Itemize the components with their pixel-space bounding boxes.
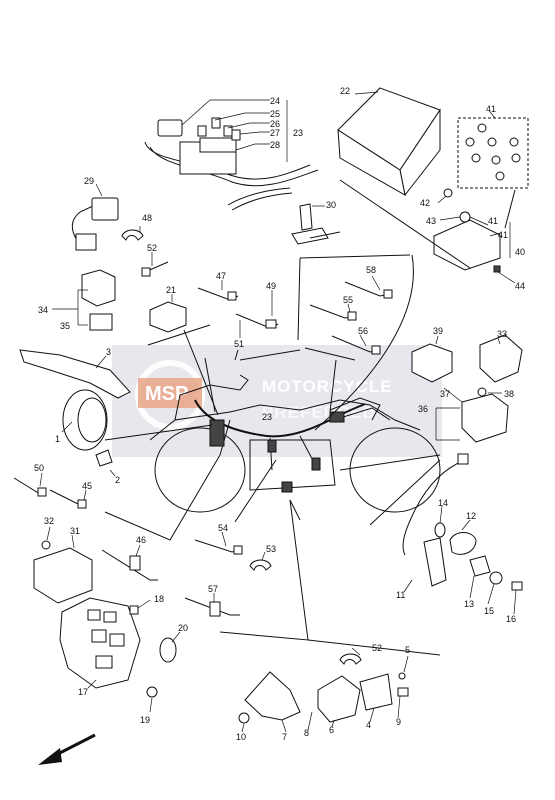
horn-assembly bbox=[19, 349, 131, 477]
leader-lines bbox=[104, 179, 471, 656]
fuse-box-assembly bbox=[144, 99, 319, 211]
callout-32: 32 bbox=[44, 516, 54, 526]
callout-15: 15 bbox=[484, 606, 494, 616]
callout-23-center: 23 bbox=[262, 412, 272, 422]
ties-50-45 bbox=[13, 472, 87, 509]
callout-37: 37 bbox=[440, 389, 450, 399]
callout-25: 25 bbox=[270, 109, 280, 119]
callout-41-a: 41 bbox=[488, 216, 498, 226]
watermark-line2: PREFERRED bbox=[262, 403, 376, 422]
callout-16: 16 bbox=[506, 614, 516, 624]
callout-35: 35 bbox=[60, 321, 70, 331]
ties-54-53 bbox=[194, 531, 272, 571]
callout-2: 2 bbox=[115, 475, 120, 485]
callout-49: 49 bbox=[266, 281, 276, 291]
callout-47: 47 bbox=[216, 271, 226, 281]
wire-harness bbox=[194, 399, 391, 493]
callout-26: 26 bbox=[270, 119, 280, 129]
callout-36: 36 bbox=[418, 404, 428, 414]
callout-8: 8 bbox=[304, 728, 309, 738]
relay-assembly bbox=[52, 269, 116, 331]
callout-38: 38 bbox=[504, 389, 514, 399]
relay-33 bbox=[479, 334, 523, 383]
callout-50: 50 bbox=[34, 463, 44, 473]
clamp-48 bbox=[121, 226, 144, 241]
callout-48: 48 bbox=[142, 213, 152, 223]
mount-bracket-assembly bbox=[59, 597, 181, 713]
callout-53: 53 bbox=[266, 544, 276, 554]
regulator-assembly bbox=[433, 188, 516, 284]
callout-22: 22 bbox=[340, 86, 350, 96]
callout-33: 33 bbox=[497, 329, 507, 339]
callout-31: 31 bbox=[70, 526, 80, 536]
starter-relay-assembly bbox=[411, 335, 509, 443]
callout-14: 14 bbox=[438, 498, 448, 508]
callout-12: 12 bbox=[466, 511, 476, 521]
callout-23-top: 23 bbox=[293, 128, 303, 138]
callout-13: 13 bbox=[464, 599, 474, 609]
callout-21: 21 bbox=[166, 285, 176, 295]
callout-39: 39 bbox=[433, 326, 443, 336]
sensor-assembly-right bbox=[402, 453, 523, 615]
ties-47-49-51 bbox=[197, 280, 279, 338]
callout-44: 44 bbox=[515, 281, 525, 291]
callout-11: 11 bbox=[396, 590, 405, 600]
callout-17: 17 bbox=[78, 687, 88, 697]
callout-10: 10 bbox=[236, 732, 246, 742]
callout-51: 51 bbox=[234, 339, 244, 349]
callout-58: 58 bbox=[366, 265, 376, 275]
battery bbox=[337, 87, 441, 197]
callout-3: 3 bbox=[106, 347, 111, 357]
callout-9: 9 bbox=[396, 717, 401, 727]
callout-40: 40 bbox=[515, 247, 525, 257]
callout-1: 1 bbox=[55, 434, 60, 444]
callout-30: 30 bbox=[326, 200, 336, 210]
ground-bolt bbox=[291, 203, 341, 245]
callout-29: 29 bbox=[84, 176, 94, 186]
callout-4: 4 bbox=[366, 720, 371, 730]
ecu-assembly bbox=[33, 526, 93, 604]
callout-46: 46 bbox=[136, 535, 146, 545]
callout-57: 57 bbox=[208, 584, 218, 594]
sensor-29 bbox=[71, 183, 119, 251]
callout-20: 20 bbox=[178, 623, 188, 633]
callout-56: 56 bbox=[358, 326, 368, 336]
ties-46-57 bbox=[101, 544, 240, 617]
callout-18: 18 bbox=[154, 594, 164, 604]
callout-41-kit: 41 bbox=[486, 104, 496, 114]
callout-27: 27 bbox=[270, 128, 280, 138]
callout-6: 6 bbox=[329, 725, 334, 735]
connector-kit bbox=[457, 111, 529, 229]
watermark: MSP MOTORCYCLE PREFERRED bbox=[112, 345, 442, 457]
callout-28: 28 bbox=[270, 140, 280, 150]
switch-assembly-bottom bbox=[238, 647, 409, 733]
callout-52-top: 52 bbox=[147, 243, 157, 253]
callout-45: 45 bbox=[82, 481, 92, 491]
watermark-logo: MSP bbox=[145, 383, 188, 405]
callout-34: 34 bbox=[38, 305, 48, 315]
callout-43: 43 bbox=[426, 216, 436, 226]
callout-5: 5 bbox=[405, 645, 410, 655]
ties-55-56-58 bbox=[309, 275, 393, 355]
callout-54: 54 bbox=[218, 523, 228, 533]
callout-42: 42 bbox=[420, 198, 430, 208]
front-direction-arrow-icon bbox=[38, 733, 96, 765]
tie-52-top bbox=[141, 252, 169, 277]
callout-7: 7 bbox=[282, 732, 287, 742]
callout-55: 55 bbox=[343, 295, 353, 305]
callout-24: 24 bbox=[270, 96, 280, 106]
watermark-line1: MOTORCYCLE bbox=[262, 377, 393, 396]
component-21 bbox=[149, 294, 187, 333]
motorcycle-silhouette bbox=[149, 374, 441, 513]
callout-41-b: 41 bbox=[498, 230, 508, 240]
callout-19: 19 bbox=[140, 715, 150, 725]
